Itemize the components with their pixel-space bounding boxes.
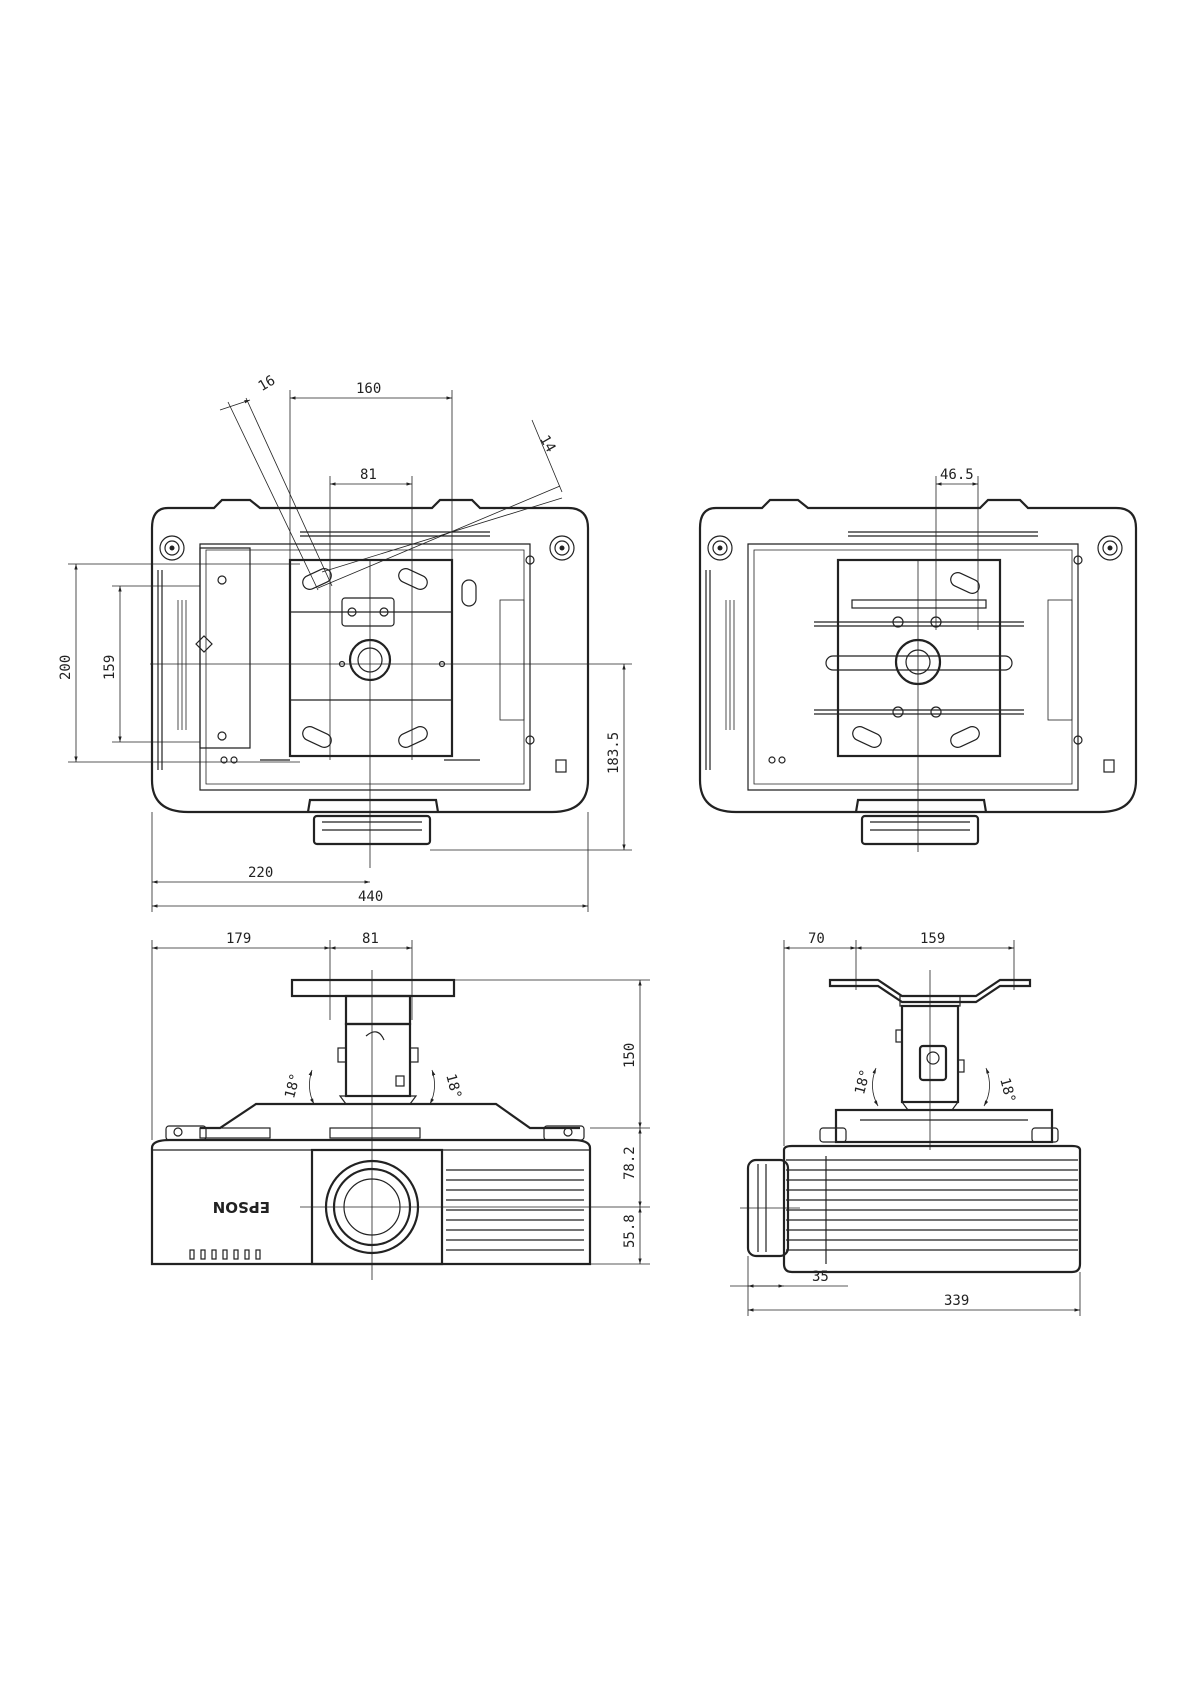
front-vents <box>446 1170 584 1250</box>
dim-78-2: 78.2 <box>622 1146 638 1180</box>
mount-adapter-plate <box>814 560 1024 756</box>
ceiling-mount-plate <box>290 560 452 756</box>
dim-440: 440 <box>358 889 383 905</box>
dim-14: 14 <box>536 433 558 456</box>
foot-top-right <box>550 536 574 560</box>
dim-160: 160 <box>356 381 381 397</box>
dim-200: 200 <box>58 655 74 680</box>
foot-top-right-2 <box>1098 536 1122 560</box>
angle-18-side-left: 18° <box>852 1068 874 1097</box>
foot-top-left-2 <box>708 536 732 560</box>
dim-55-8: 55.8 <box>622 1214 638 1248</box>
dim-179: 179 <box>226 931 251 947</box>
dim-220: 220 <box>248 865 273 881</box>
dim-150: 150 <box>622 1043 638 1068</box>
dim-16: 16 <box>256 373 279 395</box>
foot-top-left <box>160 536 184 560</box>
side-view: 18° 18° 70 159 35 339 <box>730 931 1080 1316</box>
dim-183-5: 183.5 <box>606 732 622 774</box>
lens-housing <box>308 800 438 844</box>
lens-housing-2 <box>856 800 986 844</box>
dim-159-left: 159 <box>102 655 118 680</box>
dim-46-5: 46.5 <box>940 467 974 483</box>
angle-18-left: 18° <box>282 1072 304 1101</box>
indicator-leds <box>190 1250 260 1259</box>
front-view: EPSON 18° 18° 179 81 <box>152 931 650 1280</box>
dim-159-side: 159 <box>920 931 945 947</box>
top-right-view: 46.5 <box>700 467 1136 852</box>
side-vents <box>786 1156 1078 1264</box>
angle-18-side-right: 18° <box>996 1076 1018 1105</box>
dim-35: 35 <box>812 1269 829 1285</box>
dim-81-top: 81 <box>360 467 377 483</box>
dim-339: 339 <box>944 1293 969 1309</box>
angle-18-right: 18° <box>442 1072 464 1101</box>
left-vents <box>158 570 186 770</box>
dim-70: 70 <box>808 931 825 947</box>
dim-81-front: 81 <box>362 931 379 947</box>
epson-logo: EPSON <box>213 1198 270 1216</box>
top-left-view: 160 81 16 14 200 159 183.5 220 440 <box>58 373 632 912</box>
